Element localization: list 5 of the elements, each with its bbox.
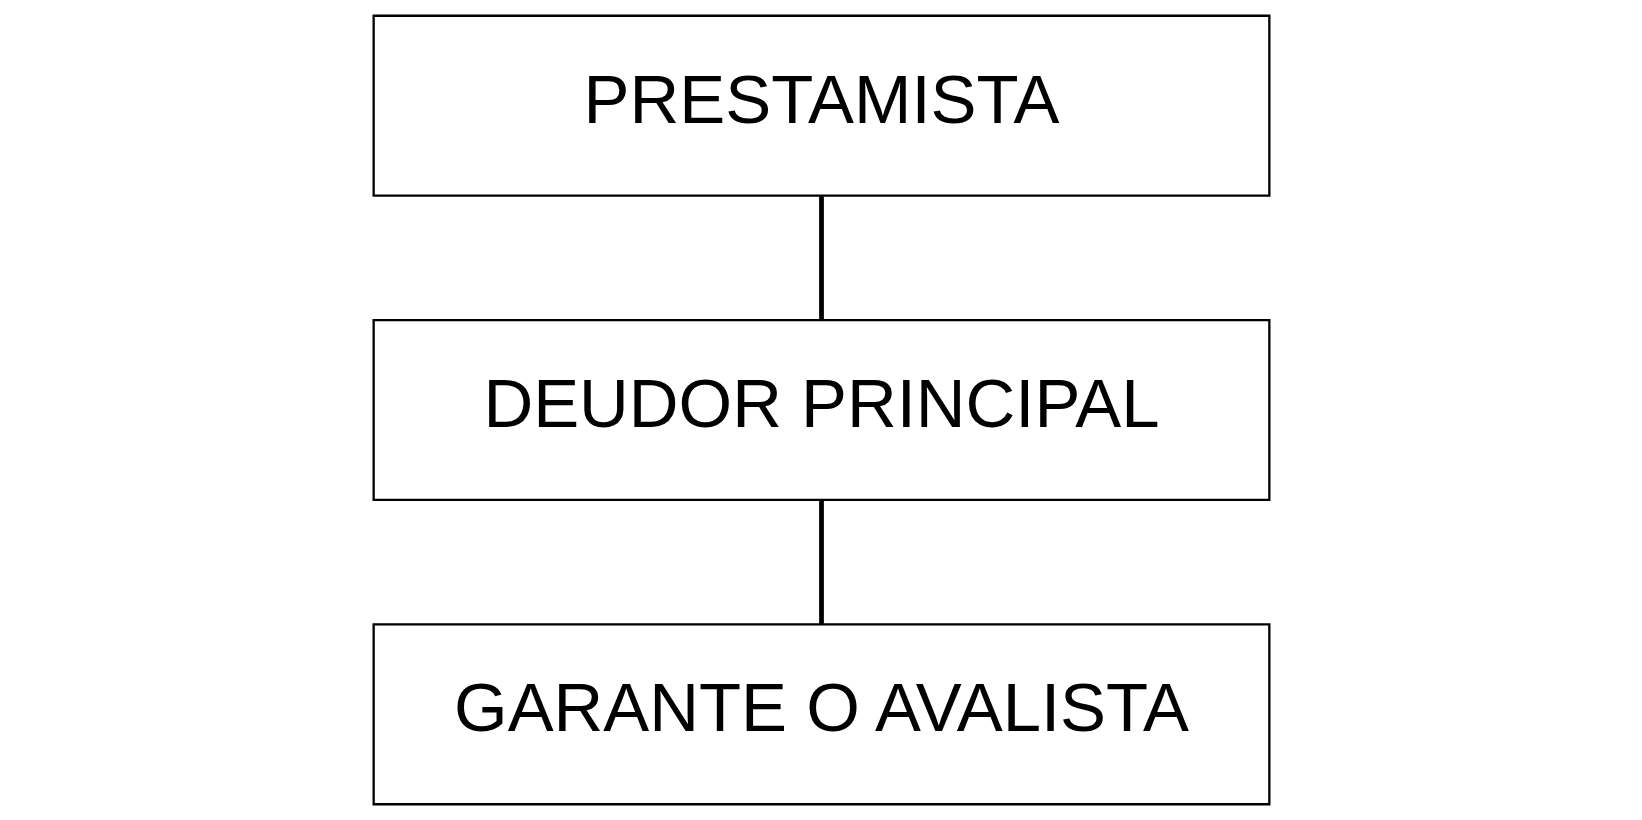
connector [818, 500, 824, 625]
node-box: GARANTE O AVALISTA [372, 623, 1270, 806]
connector [818, 196, 824, 320]
node-box: DEUDOR PRINCIPAL [372, 318, 1270, 502]
node-box: PRESTAMISTA [372, 14, 1270, 197]
